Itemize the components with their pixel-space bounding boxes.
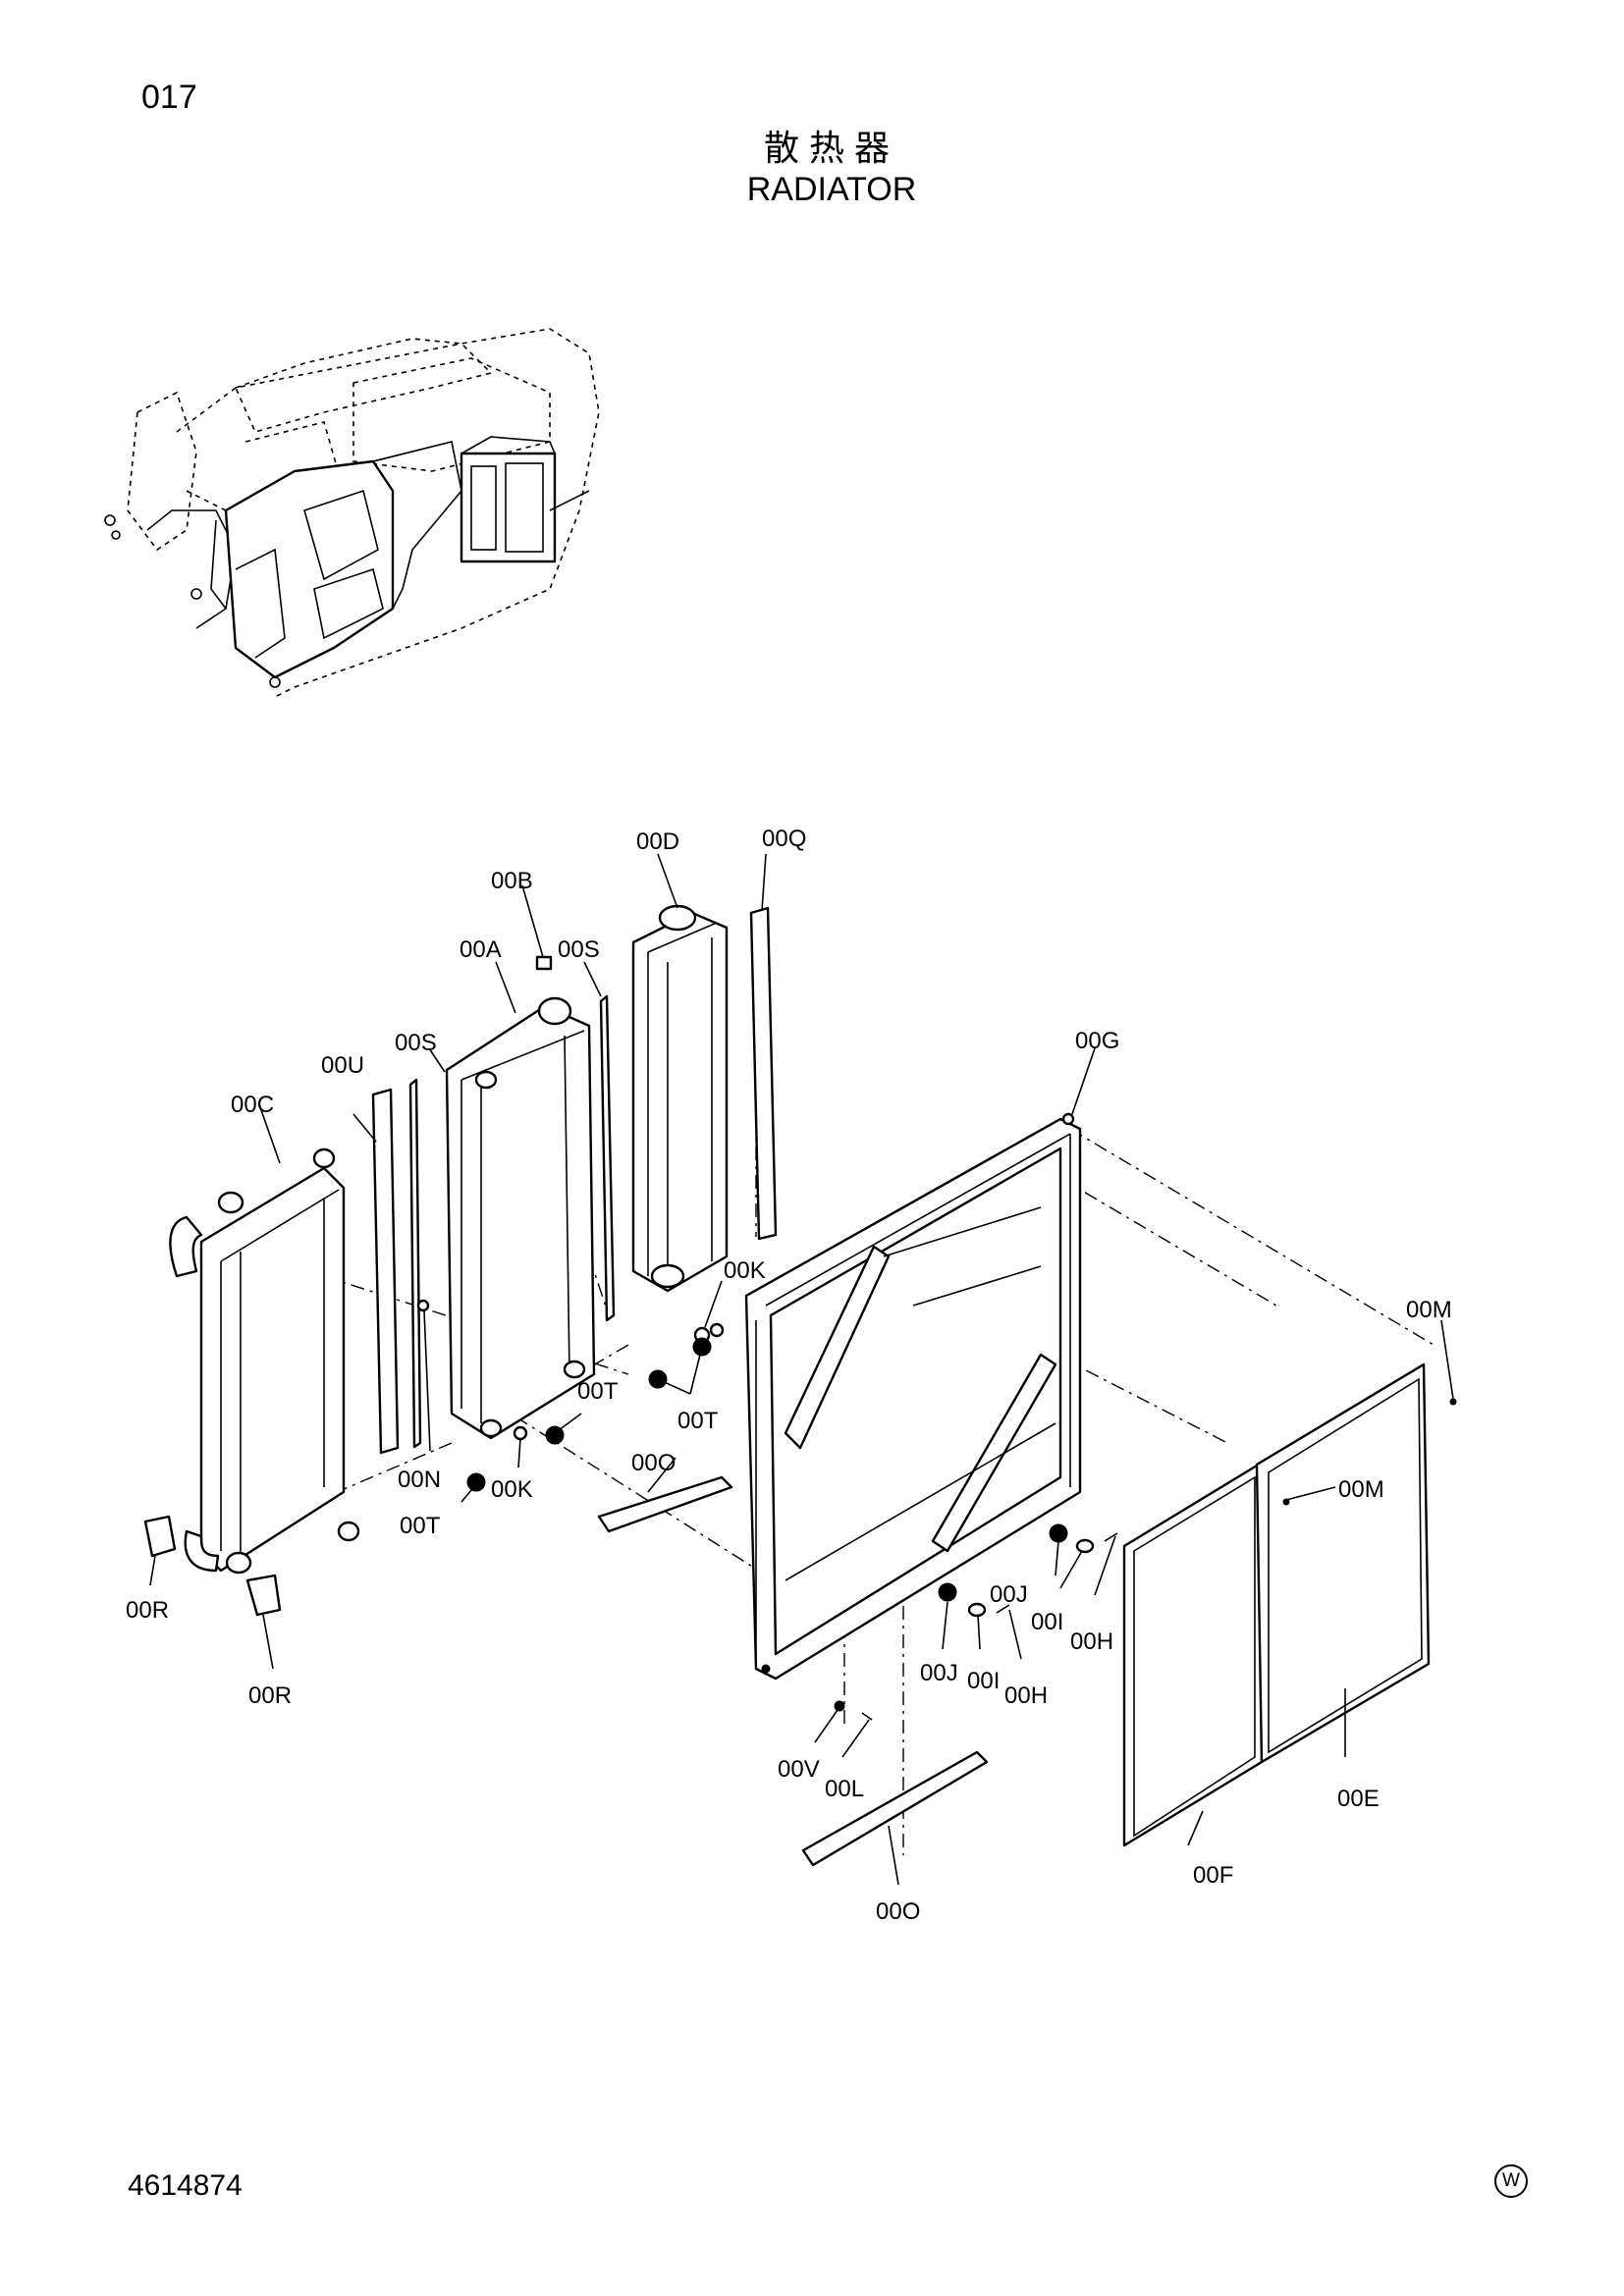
callout-00S-left: 00S xyxy=(395,1030,437,1056)
callout-00O: 00O xyxy=(876,1898,920,1925)
callout-00Q: 00Q xyxy=(762,826,806,852)
callout-00D: 00D xyxy=(636,828,679,855)
callout-00G: 00G xyxy=(1075,1028,1119,1054)
callout-00B: 00B xyxy=(491,868,533,894)
machine-overview-illustration xyxy=(104,328,600,698)
part-00A-radiator xyxy=(445,955,596,1440)
callout-00U: 00U xyxy=(321,1052,364,1079)
callout-00K-bottom: 00K xyxy=(491,1476,533,1503)
callout-00N: 00N xyxy=(398,1467,441,1493)
document-number: 4614874 xyxy=(128,2169,243,2202)
callout-00S-top: 00S xyxy=(558,936,600,963)
callout-00I-right: 00I xyxy=(1031,1609,1063,1635)
part-00N-rod xyxy=(408,1078,430,1449)
leader-lines xyxy=(149,853,1454,1886)
part-00Q-strip xyxy=(749,906,778,1241)
callout-00M-mid: 00M xyxy=(1338,1476,1384,1503)
callout-00R-left: 00R xyxy=(126,1597,169,1624)
callout-00T-right: 00T xyxy=(677,1408,719,1434)
page-number: 017 xyxy=(141,79,197,116)
watermark-circle-w: W xyxy=(1494,2164,1528,2198)
part-00E-00F-screens xyxy=(1122,1362,1457,1847)
part-00D-cooler xyxy=(631,904,729,1293)
callout-00P: 00O xyxy=(631,1450,676,1476)
callout-00L: 00L xyxy=(825,1776,864,1802)
part-00C-radiator xyxy=(169,1148,360,1575)
part-00U-seal xyxy=(371,1088,400,1455)
callout-00F: 00F xyxy=(1193,1862,1233,1889)
callout-00H-left: 00H xyxy=(1004,1682,1048,1709)
part-00S-seals xyxy=(599,994,616,1322)
callout-00H-right: 00H xyxy=(1070,1629,1113,1655)
callout-00T-mid: 00T xyxy=(577,1378,619,1405)
callout-00R-bottom: 00R xyxy=(248,1682,292,1709)
part-00R-pads xyxy=(143,1515,282,1617)
title-english: RADIATOR xyxy=(746,171,917,208)
callout-00T-bottom: 00T xyxy=(400,1513,441,1539)
callout-00E: 00E xyxy=(1337,1786,1380,1812)
callout-00I-left: 00I xyxy=(967,1668,1000,1694)
callout-00K-top: 00K xyxy=(724,1257,766,1284)
callout-00V: 00V xyxy=(778,1756,820,1783)
part-00O-strip xyxy=(801,1750,989,1867)
part-00G-frame xyxy=(744,1112,1082,1681)
part-00P-strip xyxy=(597,1475,733,1533)
callout-00J-right: 00J xyxy=(990,1581,1028,1608)
callout-00C: 00C xyxy=(231,1092,274,1118)
hardware-bolts-washers xyxy=(834,1523,1118,1721)
callout-labels: 00D 00Q 00B 00A 00S 00S 00U 00G 00C 00K … xyxy=(126,826,1452,1925)
callout-00M-top: 00M xyxy=(1406,1297,1452,1323)
callout-00A: 00A xyxy=(460,936,502,963)
title-chinese: 散热器 xyxy=(763,129,899,169)
callout-00J-left: 00J xyxy=(920,1660,958,1686)
